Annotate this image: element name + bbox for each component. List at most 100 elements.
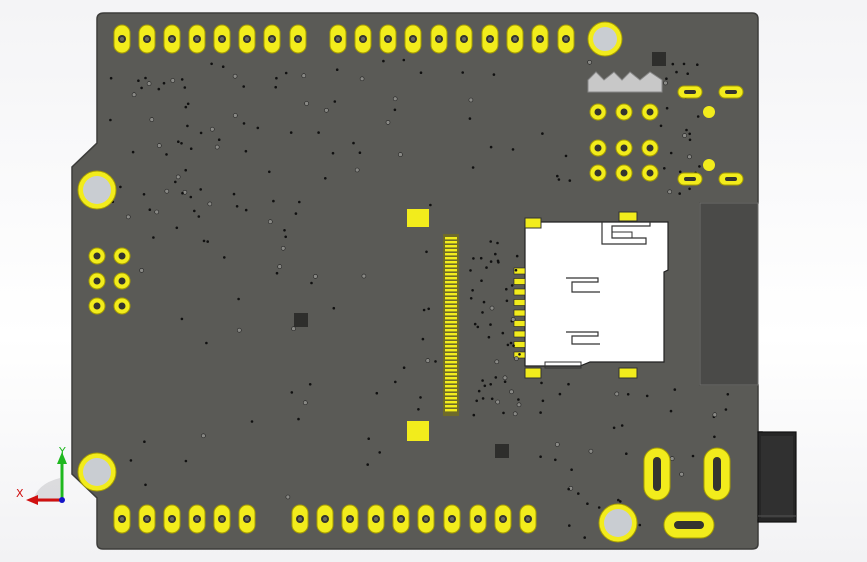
via [137,79,140,82]
via [510,284,514,287]
via [597,506,601,509]
via [712,412,718,418]
via [324,177,327,180]
via [427,307,431,311]
fpc-pad [445,397,457,400]
pad-hole-inner [488,37,492,41]
via [541,399,545,403]
usb-connector [757,431,797,523]
via [669,456,675,461]
pcb-board[interactable] [71,12,763,550]
via-field [109,58,730,539]
via [184,105,188,109]
via [481,379,484,382]
via [317,131,320,134]
via [398,152,403,157]
pad-hole-inner [220,517,224,521]
via [280,246,286,251]
via [659,124,663,128]
fpc-pad [445,281,457,284]
usb-slot-hole [653,457,661,491]
via [310,281,313,285]
sd-contact-pad [513,278,526,285]
slot-hole [725,90,737,94]
via [170,78,176,83]
x-axis-label: X [16,487,24,500]
fpc-pad [445,301,457,304]
via [201,433,206,439]
via [626,393,630,396]
sd-contact-pad [513,341,526,348]
via [331,151,335,155]
fpc-pad [445,341,457,344]
via [144,76,147,80]
pad-hole-inner [170,37,174,41]
via [165,153,168,156]
via [469,297,473,300]
fpc-pad [445,385,457,388]
left-pin-header [88,247,131,315]
fpc-pad [445,381,457,384]
via [724,408,728,411]
via [434,360,437,363]
via [687,154,692,160]
via [713,435,716,439]
via [304,101,309,106]
via [688,138,692,142]
pad-hole-inner [437,37,441,41]
via [392,96,398,102]
fpc-pad [445,321,457,324]
via [682,133,687,138]
via [207,201,213,207]
via [177,140,180,143]
via [275,76,278,80]
fpc-pad [445,297,457,300]
via [206,240,209,243]
fpc-pad [445,273,457,276]
via [375,391,379,395]
via [274,85,278,89]
via [210,62,213,66]
via [490,397,494,401]
via [482,300,486,304]
pad-hole [118,277,126,285]
via [199,131,203,135]
via [471,289,474,292]
via [568,524,571,527]
via [301,73,307,78]
via [570,468,573,472]
pad-hole [118,252,126,260]
via [587,59,592,65]
pad-hole-inner [220,37,224,41]
via [489,305,495,311]
via [568,179,572,182]
sd-contact-pad [513,299,526,306]
via [382,59,385,63]
via [503,380,507,384]
via [667,189,673,195]
via [302,400,308,406]
via [612,426,616,430]
pad-hole-inner [361,37,365,41]
fpc-pad [445,405,457,408]
pad-hole-inner [399,517,403,521]
fpc-pad [445,373,457,376]
via [425,358,431,363]
via [268,170,271,174]
fpc-pad [445,277,457,280]
via [679,471,684,477]
via [469,269,472,272]
pad-hole-inner [298,517,302,521]
via [564,154,568,158]
via [489,323,492,326]
via [417,408,420,411]
via [617,498,620,502]
via [685,128,688,132]
via [726,393,730,396]
fpc-connector-pads [443,234,459,416]
z-axis-marker [59,497,65,503]
via [284,71,288,75]
usb-slot-hole [674,521,704,529]
via [186,124,189,128]
